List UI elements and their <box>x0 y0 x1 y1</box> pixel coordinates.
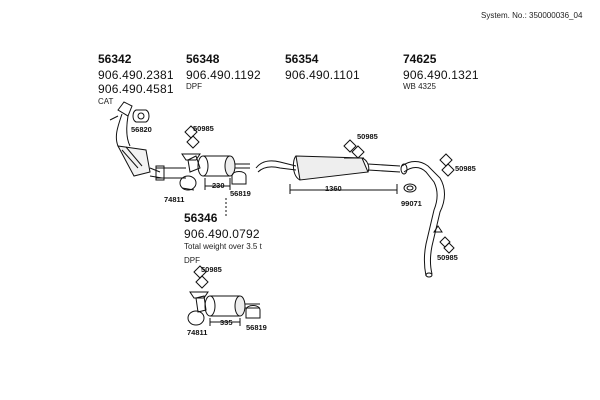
ref-56819-b: 56819 <box>246 323 267 332</box>
note-dpf: DPF <box>186 82 202 91</box>
oe-number-3: 906.490.1192 <box>186 68 261 82</box>
clamp-50985-a-drawing <box>181 125 201 161</box>
note-dpf-2: DPF <box>184 256 200 265</box>
ref-74811-b: 74811 <box>187 328 208 337</box>
part-number-56348: 56348 <box>186 52 220 66</box>
system-number: System. No.: 350000036_04 <box>481 11 583 20</box>
clamp-56819-b-drawing <box>245 305 261 319</box>
clamp-74811-b-drawing <box>187 310 205 326</box>
clamp-50985-c-drawing <box>439 153 455 177</box>
clamp-50985-e-drawing <box>189 265 209 299</box>
clamp-56819-a-drawing <box>231 171 247 185</box>
clamp-50985-d-drawing <box>439 236 455 254</box>
part-number-74625: 74625 <box>403 52 437 66</box>
note-cat: CAT <box>98 97 114 106</box>
clamp-74811-a-drawing <box>179 175 197 191</box>
oe-number-2: 906.490.4581 <box>98 82 174 96</box>
ref-56820: 56820 <box>131 125 152 134</box>
oe-number-6: 906.490.0792 <box>184 227 260 241</box>
clamp-99071-drawing <box>403 183 417 193</box>
oe-number-1: 906.490.2381 <box>98 68 174 82</box>
dpf-56348-drawing <box>187 155 250 190</box>
note-weight: Total weight over 3.5 t <box>184 242 262 251</box>
part-number-56342: 56342 <box>98 52 132 66</box>
middle-silencer-drawing <box>255 155 401 194</box>
ref-50985-b: 50985 <box>357 132 378 141</box>
dpf-56346-drawing <box>195 295 260 326</box>
catalytic-converter-drawing <box>109 101 186 181</box>
ref-50985-e: 50985 <box>201 265 222 274</box>
ref-56819-a: 56819 <box>230 189 251 198</box>
rear-pipe-drawing <box>400 161 445 278</box>
part-number-56354: 56354 <box>285 52 319 66</box>
dim-1360: 1360 <box>325 184 342 193</box>
ref-50985-a: 50985 <box>193 124 214 133</box>
ref-50985-c: 50985 <box>455 164 476 173</box>
ref-99071: 99071 <box>401 199 422 208</box>
oe-number-4: 906.490.1101 <box>285 68 360 82</box>
oe-number-5: 906.490.1321 <box>403 68 479 82</box>
part-number-56346: 56346 <box>184 211 218 225</box>
ref-74811-a: 74811 <box>164 195 185 204</box>
ref-50985-d: 50985 <box>437 253 458 262</box>
clamp-50985-b-drawing <box>343 139 365 159</box>
flange-56820-drawing <box>132 109 150 123</box>
note-wb: WB 4325 <box>403 82 436 91</box>
